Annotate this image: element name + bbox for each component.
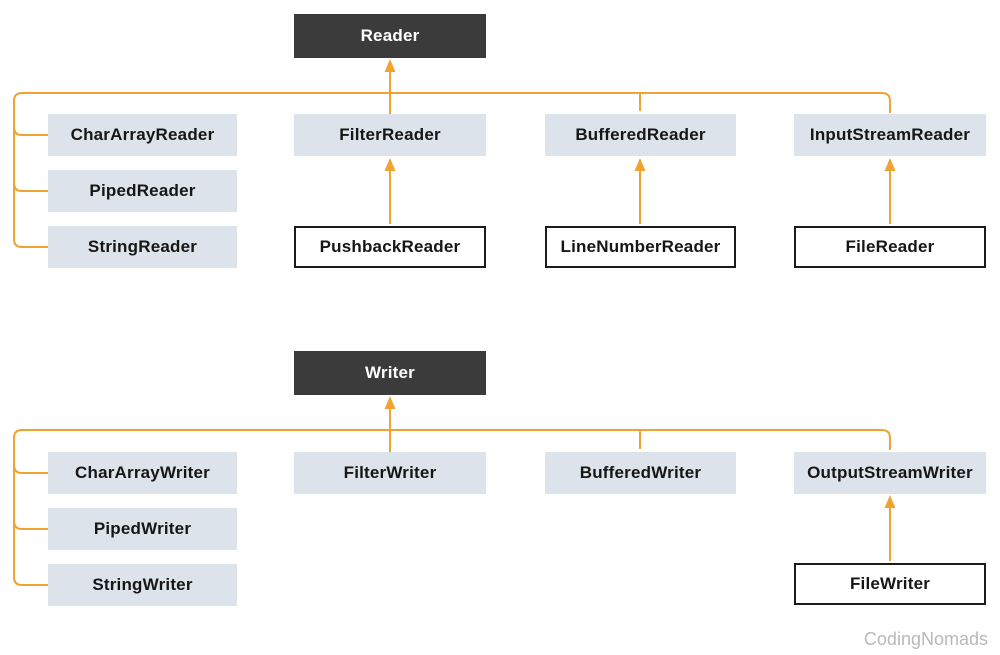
chararraywriter-box: CharArrayWriter <box>48 452 237 494</box>
watermark-text: CodingNomads <box>863 629 988 649</box>
outputstreamwriter-box: OutputStreamWriter <box>794 452 986 494</box>
filewriter-to-outputstreamwriter-arrowhead <box>884 495 896 508</box>
chararrayreader-box: CharArrayReader <box>48 114 237 156</box>
bufferedreader-box: BufferedReader <box>545 114 736 156</box>
stringreader-box: StringReader <box>48 226 237 268</box>
stringwriter-box: StringWriter <box>48 564 237 606</box>
reader-branch-chararray <box>13 126 48 136</box>
writer-root-box: Writer <box>294 351 486 395</box>
inputstreamreader-box: InputStreamReader <box>794 114 986 156</box>
filereader-box: FileReader <box>794 226 986 268</box>
reader-branch-piped <box>13 182 48 192</box>
writer-branch-piped <box>13 520 48 530</box>
pushbackreader-box: PushbackReader <box>294 226 486 268</box>
filterreader-to-reader-arrowhead <box>384 59 396 72</box>
writer-bus-line <box>22 429 891 450</box>
reader-left-rail <box>13 92 48 248</box>
filereader-to-inputstreamreader-arrowhead <box>884 158 896 171</box>
reader-root-box: Reader <box>294 14 486 58</box>
writer-branch-chararray <box>13 464 48 474</box>
writer-left-rail <box>13 429 48 586</box>
bufferedwriter-box: BufferedWriter <box>545 452 736 494</box>
pushbackreader-to-filterreader-arrowhead <box>384 158 396 171</box>
pipedreader-box: PipedReader <box>48 170 237 212</box>
filterreader-box: FilterReader <box>294 114 486 156</box>
pipedwriter-box: PipedWriter <box>48 508 237 550</box>
filterwriter-box: FilterWriter <box>294 452 486 494</box>
filterwriter-to-writer-arrowhead <box>384 396 396 409</box>
linenumberreader-to-bufferedreader-arrowhead <box>634 158 646 171</box>
reader-bus-line <box>22 92 891 113</box>
linenumberreader-box: LineNumberReader <box>545 226 736 268</box>
filewriter-box: FileWriter <box>794 563 986 605</box>
